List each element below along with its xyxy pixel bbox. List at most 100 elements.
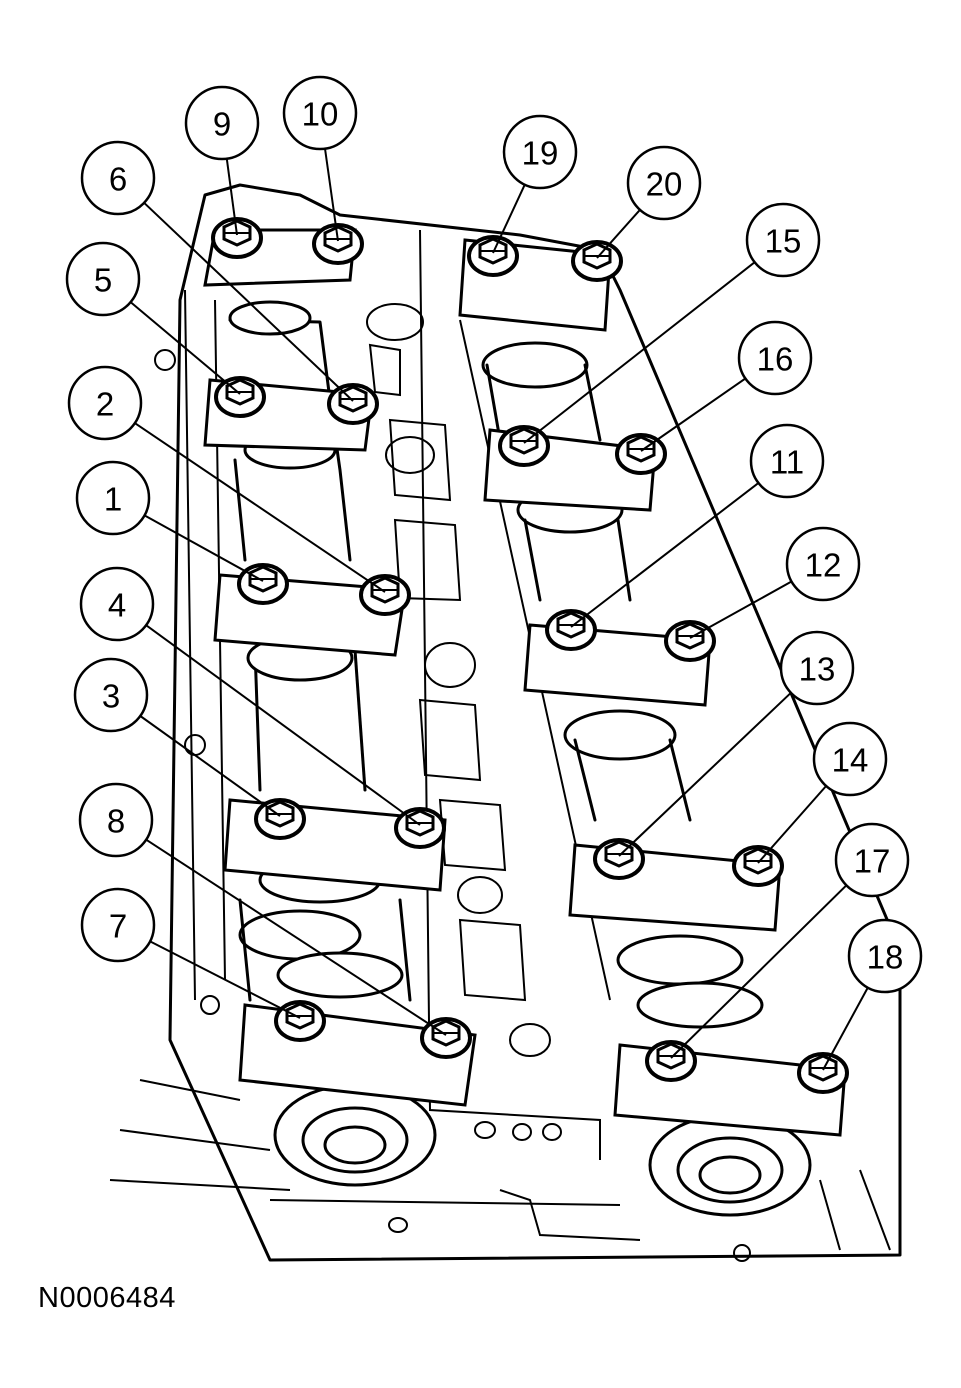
leader-line-5 [129, 301, 241, 395]
callout-circle [626, 145, 702, 221]
leader-line-14 [757, 785, 827, 864]
callout-circle [75, 460, 151, 536]
callout-label: 9 [213, 106, 231, 143]
leader-line-2 [134, 422, 386, 593]
callout-20: 20 [626, 145, 702, 221]
leader-line-10 [324, 148, 339, 242]
leader-line-8 [145, 838, 447, 1036]
callout-label: 8 [107, 803, 125, 840]
callout-label: 5 [94, 262, 112, 299]
callout-circle [78, 782, 154, 858]
callout-label: 2 [96, 386, 114, 423]
bolt-20 [571, 240, 623, 282]
head-ports [366, 303, 562, 1233]
callout-circle [749, 423, 825, 499]
figure-id: N0006484 [38, 1282, 176, 1314]
callout-10: 10 [282, 75, 358, 151]
callout-13: 13 [779, 630, 855, 706]
leader-line-19 [492, 184, 526, 254]
callout-circle [184, 85, 260, 161]
bolt-13 [593, 838, 645, 880]
callout-label: 10 [302, 96, 339, 133]
leader-line-20 [596, 209, 641, 259]
leader-line-16 [640, 377, 746, 452]
bolt-15 [498, 425, 550, 467]
callout-circle [282, 75, 358, 151]
callout-label: 1 [104, 481, 122, 518]
callout-circle [779, 630, 855, 706]
callout-2: 2 [67, 365, 143, 441]
callout-14: 14 [812, 721, 888, 797]
bolt-11 [545, 609, 597, 651]
bolt-19 [467, 235, 519, 277]
bolt-7 [274, 1000, 326, 1042]
callout-label: 17 [854, 843, 891, 880]
callout-label: 3 [102, 678, 120, 715]
callout-9: 9 [184, 85, 260, 161]
leader-line-17 [670, 884, 848, 1059]
bolt-4 [394, 807, 446, 849]
callout-label: 4 [108, 587, 126, 624]
bolt-18 [797, 1052, 849, 1094]
callout-17: 17 [834, 822, 910, 898]
leader-line-4 [145, 624, 421, 826]
callout-circle [847, 918, 923, 994]
callout-1: 1 [75, 460, 151, 536]
callout-label: 16 [757, 341, 794, 378]
callout-12: 12 [785, 526, 861, 602]
leader-line-3 [139, 715, 281, 817]
callout-19: 19 [502, 114, 578, 190]
callout-3: 3 [73, 657, 149, 733]
bolt-14 [732, 845, 784, 887]
right-camshaft [481, 341, 812, 1217]
leader-line-18 [822, 987, 869, 1071]
bolt-6 [327, 383, 379, 425]
bolt-17 [645, 1040, 697, 1082]
callout-circle [745, 202, 821, 278]
callout-circle [834, 822, 910, 898]
left-camshaft [228, 300, 437, 1187]
callout-4: 4 [79, 566, 155, 642]
callout-circle [65, 241, 141, 317]
callout-18: 18 [847, 918, 923, 994]
bolt-2 [359, 574, 411, 616]
callout-5: 5 [65, 241, 141, 317]
callout-circle [79, 566, 155, 642]
leader-line-1 [144, 514, 264, 582]
callout-7: 7 [80, 887, 156, 963]
leader-line-12 [689, 580, 792, 639]
leader-line-7 [149, 940, 301, 1019]
callout-circle [502, 114, 578, 190]
callout-label: 15 [765, 223, 802, 260]
callout-label: 11 [770, 444, 804, 481]
callout-circle [812, 721, 888, 797]
leader-line-15 [523, 261, 756, 444]
callout-circle [785, 526, 861, 602]
bolt-16 [615, 433, 667, 475]
callout-8: 8 [78, 782, 154, 858]
leader-line-13 [618, 692, 792, 857]
callout-label: 18 [867, 939, 904, 976]
leader-lines [129, 148, 869, 1071]
callout-label: 14 [832, 742, 869, 779]
callout-11: 11 [749, 423, 825, 499]
callout-16: 16 [737, 320, 813, 396]
callout-circle [737, 320, 813, 396]
bolt-10 [312, 223, 364, 265]
leader-line-6 [143, 202, 354, 402]
callout-circle [73, 657, 149, 733]
callout-circle [67, 365, 143, 441]
callout-label: 19 [522, 135, 559, 172]
bolt-5 [214, 376, 266, 418]
callout-label: 13 [799, 651, 836, 688]
leader-line-11 [570, 482, 760, 628]
bolt-9 [211, 217, 263, 259]
leader-line-9 [225, 158, 238, 236]
bolt-3 [254, 798, 306, 840]
callout-label: 6 [109, 161, 127, 198]
callout-label: 12 [805, 547, 842, 584]
callout-label: 7 [109, 908, 127, 945]
